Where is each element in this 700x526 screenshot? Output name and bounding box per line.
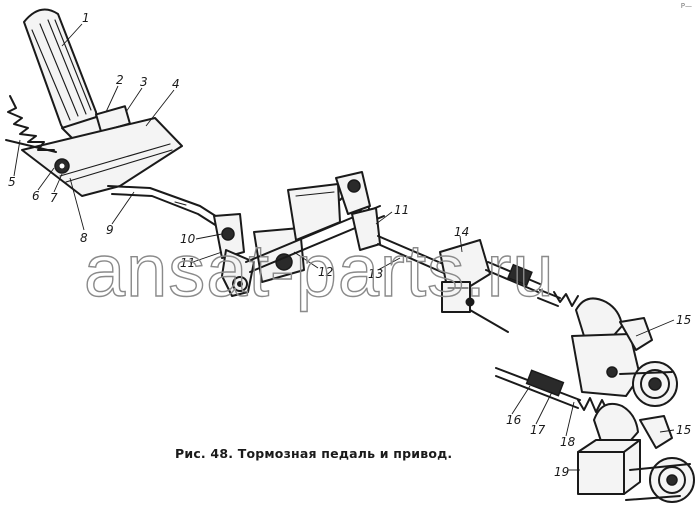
callout-11-upper: 11: [394, 203, 409, 217]
callout-2: 2: [116, 73, 124, 87]
callout-13: 13: [368, 267, 383, 281]
callout-18: 18: [560, 435, 576, 449]
callout-7: 7: [50, 191, 58, 205]
brake-cable-lower: [495, 367, 609, 413]
cable-distributor-block: [439, 239, 541, 333]
callout-3: 3: [140, 75, 148, 89]
callout-5: 5: [8, 175, 16, 189]
callout-6: 6: [32, 189, 40, 203]
callout-8: 8: [80, 231, 88, 245]
callout-leaders: [13, 23, 675, 471]
callout-12: 12: [318, 265, 333, 279]
callout-15-upper: 15: [676, 313, 691, 327]
callout-14: 14: [454, 225, 469, 239]
callout-11-lower: 11: [180, 256, 195, 270]
callout-19: 19: [554, 465, 569, 479]
callout-15-lower: 15: [676, 423, 691, 437]
callout-numbers: 1 2 3 4 5 6 7 8 9 10 11 11 12 13 14 15 1…: [8, 11, 691, 479]
callout-9: 9: [106, 223, 114, 237]
watermark-text: ansat-parts.ru: [84, 229, 555, 312]
figure-caption: Рис. 48. Тормозная педаль и привод.: [175, 446, 453, 461]
callout-16: 16: [506, 413, 522, 427]
callout-17: 17: [530, 423, 546, 437]
brake-chamber-upper: [537, 289, 678, 407]
callout-1: 1: [82, 11, 90, 25]
callout-4: 4: [172, 77, 180, 91]
callout-10: 10: [180, 232, 196, 246]
corner-mark: Р—: [680, 2, 692, 10]
brake-chamber-lower: [577, 402, 695, 503]
brake-linkage-shaft: [213, 171, 449, 297]
